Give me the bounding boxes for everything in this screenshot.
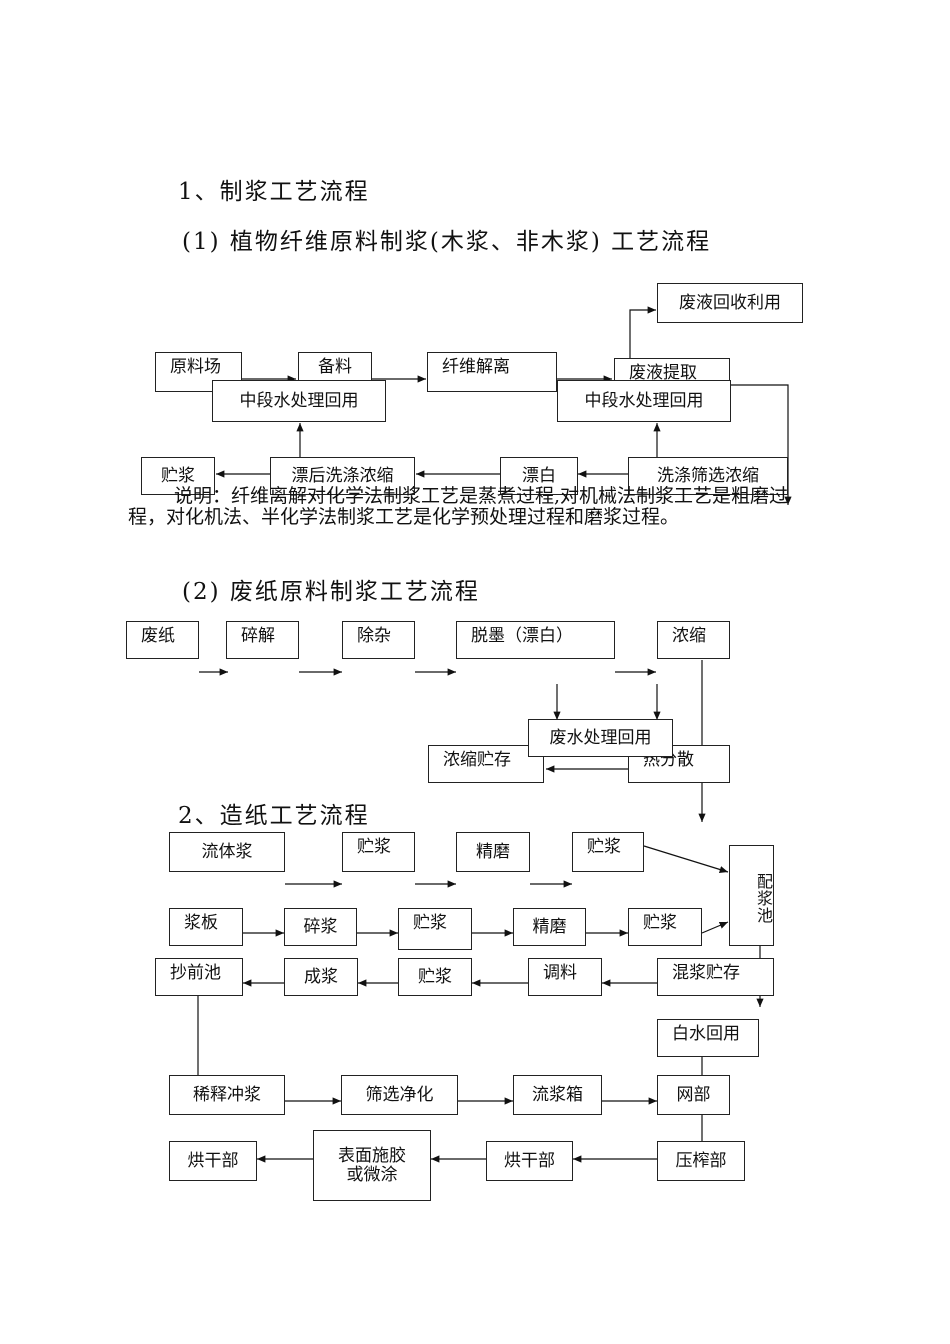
- box-dilution-mixing: 稀释冲浆: [169, 1075, 285, 1115]
- box-waste-liquor-recycle: 废液回收利用: [657, 283, 803, 323]
- box-washing-screening: 洗涤筛选浓缩: [628, 457, 788, 495]
- box-impurity-removal: 除杂: [342, 621, 415, 659]
- box-pulp-storage: 贮浆: [141, 457, 215, 495]
- box-wire-section: 网部: [657, 1075, 730, 1115]
- box-pulp-board: 浆板: [169, 908, 243, 946]
- box-headbox: 流浆箱: [513, 1075, 602, 1115]
- box-dryer-mid: 烘干部: [486, 1141, 573, 1181]
- section-title-papermaking: 2、造纸工艺流程: [178, 803, 370, 829]
- box-screening-cleaning: 筛选净化: [341, 1075, 458, 1115]
- box-mixed-pulp-storage: 混浆贮存: [657, 958, 774, 996]
- box-bleaching: 漂白: [500, 457, 578, 495]
- subsection-title-waste-paper: (2) 废纸原料制浆工艺流程: [182, 579, 480, 605]
- box-storage-2: 贮浆: [572, 832, 644, 872]
- box-pulping: 碎解: [226, 621, 299, 659]
- box-refining-2: 精磨: [513, 908, 586, 946]
- box-storage-4: 贮浆: [628, 908, 702, 946]
- box-white-water-reuse: 白水回用: [657, 1019, 759, 1057]
- box-mixing-chest: 配浆池: [729, 845, 774, 946]
- box-wastewater-treatment: 废水处理回用: [528, 719, 673, 757]
- box-post-bleach-washing: 漂后洗涤浓缩: [270, 457, 415, 495]
- box-crushing: 碎浆: [284, 908, 357, 946]
- box-storage-1: 贮浆: [342, 832, 415, 872]
- box-thick-storage: 浓缩贮存: [428, 745, 544, 783]
- box-deinking: 脱墨（漂白）: [456, 621, 615, 659]
- box-storage-3: 贮浆: [398, 908, 472, 950]
- box-mid-water-treatment-right: 中段水处理回用: [557, 380, 731, 422]
- box-blending: 调料: [528, 958, 602, 996]
- box-fluid-pulp: 流体浆: [169, 832, 285, 872]
- subsection-title-plant-fiber: (1) 植物纤维原料制浆(木浆、非木浆) 工艺流程: [182, 229, 712, 255]
- box-waste-paper: 废纸: [126, 621, 199, 659]
- box-storage-5: 贮浆: [398, 958, 472, 996]
- box-refining-1: 精磨: [456, 832, 530, 872]
- box-mid-water-treatment-left: 中段水处理回用: [212, 380, 386, 422]
- box-finished-pulp: 成浆: [284, 958, 358, 996]
- box-surface-sizing: 表面施胶或微涂: [313, 1130, 431, 1201]
- section-title-pulping: 1、制浆工艺流程: [178, 179, 370, 205]
- box-dryer-left: 烘干部: [169, 1141, 257, 1181]
- box-thickening: 浓缩: [657, 621, 730, 659]
- box-press-section: 压榨部: [657, 1141, 745, 1181]
- note-paragraph: 说明：纤维离解对化学法制浆工艺是蒸煮过程,对机械法制浆工艺是粗磨过程，对化机法、…: [128, 485, 789, 528]
- box-machine-chest: 抄前池: [155, 958, 243, 996]
- box-fiber-separation: 纤维解离: [427, 352, 557, 392]
